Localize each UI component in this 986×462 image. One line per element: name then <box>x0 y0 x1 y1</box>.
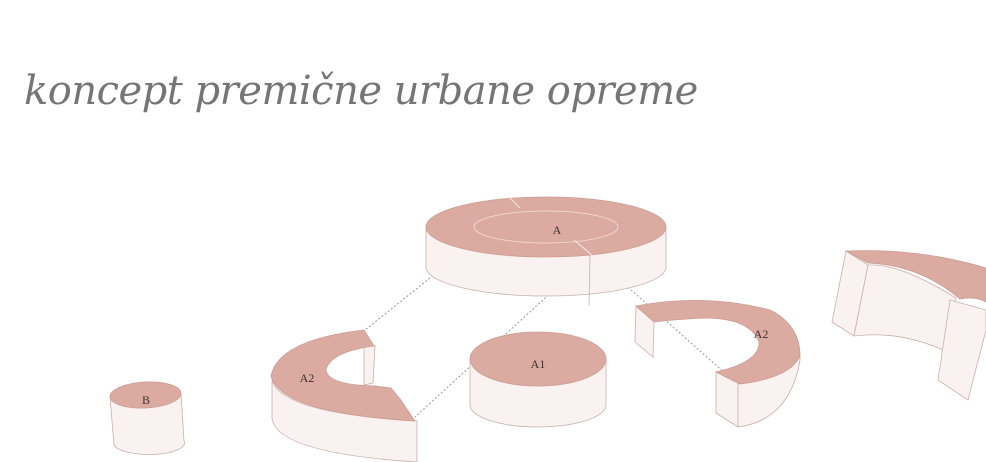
module-partial-right <box>831 250 986 401</box>
page-title: koncept premične urbane opreme <box>24 68 698 114</box>
module-a2-left-label: A2 <box>300 371 315 385</box>
module-a-label: A <box>553 223 562 237</box>
module-a2-left: A2 <box>270 329 418 462</box>
guide-line-a-to-a2-left <box>364 277 431 331</box>
module-b: B <box>109 381 185 455</box>
module-a2-right: A2 <box>634 299 801 428</box>
module-a1-label: A1 <box>531 357 546 371</box>
module-b-label: B <box>142 393 150 407</box>
guide-line-a-to-a2-left-bottom <box>414 256 591 418</box>
module-a: A <box>425 196 667 307</box>
module-a1: A1 <box>469 331 607 428</box>
module-a2-right-label: A2 <box>754 327 769 341</box>
